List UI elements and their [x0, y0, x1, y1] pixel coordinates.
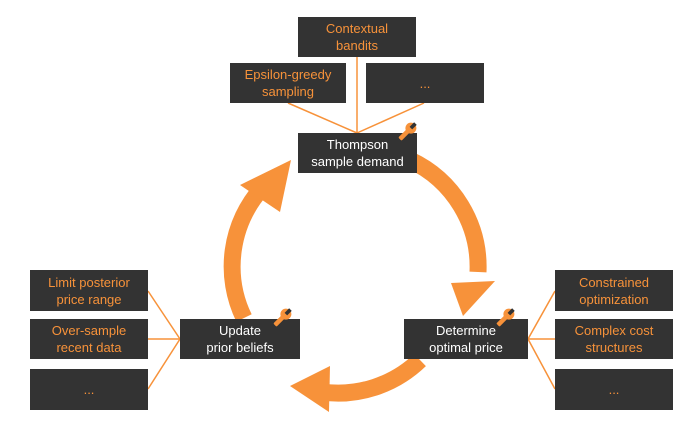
stage-update-prior-beliefs: Update prior beliefs: [180, 319, 300, 359]
top-connector-lines: [287, 57, 425, 134]
connector-constrained: [527, 290, 556, 340]
method-epsilon-greedy: Epsilon-greedy sampling: [230, 63, 346, 103]
method-right-ellipsis: ...: [555, 369, 673, 410]
method-top-ellipsis: ...: [366, 63, 484, 103]
connector-top-ellipsis: [356, 102, 425, 134]
method-contextual-bandits: Contextual bandits: [298, 17, 416, 57]
stage-thompson-sample-demand: Thompson sample demand: [298, 133, 417, 173]
wrench-icon: [398, 122, 417, 141]
method-limit-posterior: Limit posterior price range: [30, 270, 148, 311]
stage-determine-optimal-price: Determine optimal price: [404, 319, 528, 359]
method-left-ellipsis: ...: [30, 369, 148, 410]
right-connector-lines: [527, 290, 556, 390]
method-complex-cost: Complex cost structures: [555, 319, 673, 359]
wrench-icon: [496, 308, 515, 327]
wrench-icon: [273, 308, 292, 327]
left-connector-lines: [147, 290, 181, 390]
method-over-sample: Over-sample recent data: [30, 319, 148, 359]
cycle-arrow-to-update: [290, 353, 426, 412]
connector-epsilon: [287, 102, 358, 134]
method-constrained-optimization: Constrained optimization: [555, 270, 673, 311]
cycle-arrow-to-thompson: [223, 160, 291, 322]
cycle-arrow-to-optimal: [406, 152, 495, 316]
connector-left-ellipsis: [147, 338, 181, 390]
connector-right-ellipsis: [527, 338, 556, 390]
connector-limit: [147, 290, 181, 340]
